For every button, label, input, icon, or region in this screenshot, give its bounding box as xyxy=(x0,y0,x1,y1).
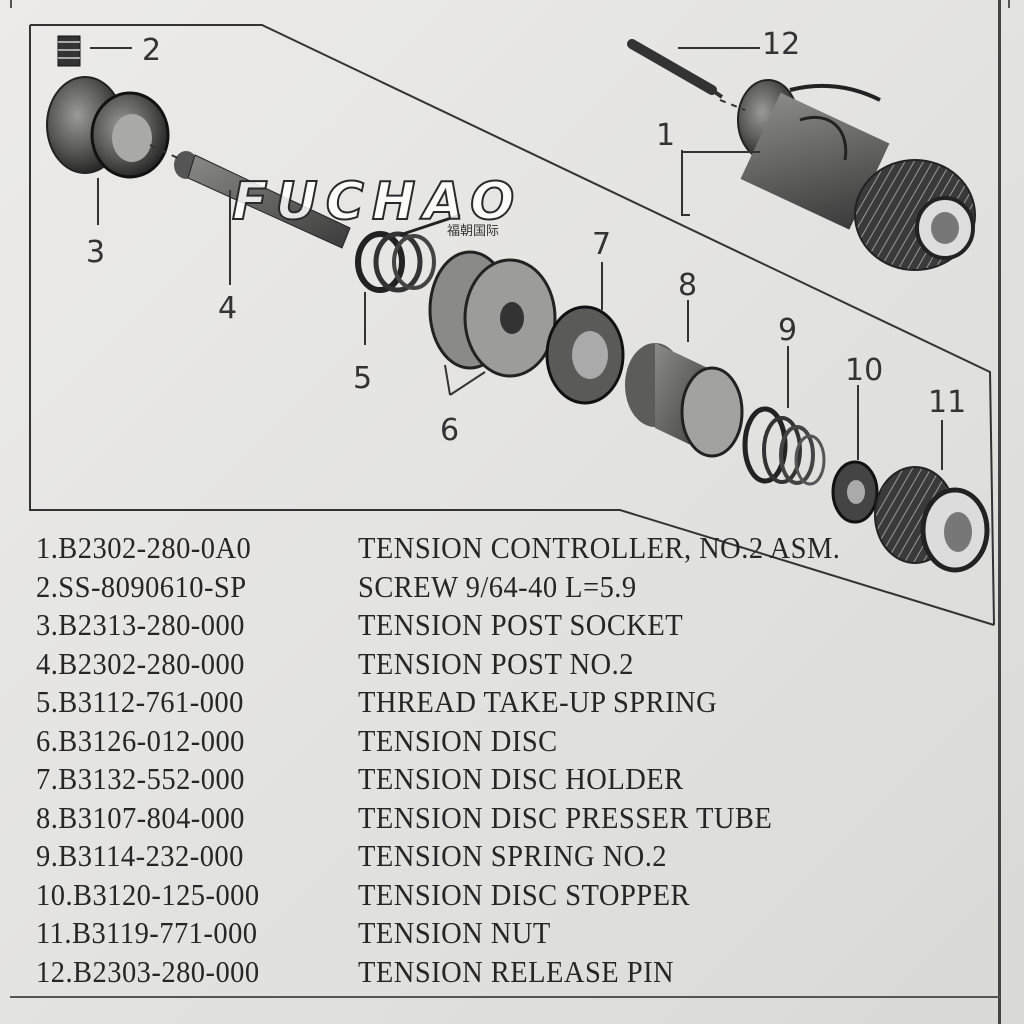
part-row-6: 6.B3126-012-000 TENSION DISC xyxy=(36,723,901,762)
part-index: 5. xyxy=(36,684,59,719)
part-row-11: 11.B3119-771-000 TENSION NUT xyxy=(36,915,901,954)
part-code: B2303-280-000 xyxy=(73,953,260,989)
brand-watermark-cn: 福朝国际 xyxy=(447,224,500,239)
diagram-border-lower xyxy=(29,25,995,626)
part-number: 12.B2303-280-000 xyxy=(36,954,358,990)
part-description: TENSION DISC PRESSER TUBE xyxy=(358,799,773,835)
part-code: B3126-012-000 xyxy=(58,722,245,758)
callout-1: 1 xyxy=(656,118,675,153)
callout-11: 11 xyxy=(928,385,966,420)
part-10-stopper xyxy=(831,385,879,524)
callout-7: 7 xyxy=(592,227,611,262)
part-index: 12. xyxy=(36,953,74,989)
part-description: SCREW 9/64-40 L=5.9 xyxy=(358,568,637,604)
part-row-3: 3.B2313-280-000 TENSION POST SOCKET xyxy=(36,607,901,646)
part-11-nut xyxy=(874,420,990,573)
part-index: 2. xyxy=(36,568,59,604)
part-description: TENSION SPRING NO.2 xyxy=(358,838,668,873)
part-code: B3120-125-000 xyxy=(73,876,260,912)
callout-8: 8 xyxy=(678,268,697,303)
part-index: 6. xyxy=(36,722,59,758)
part-1-assembly xyxy=(737,79,976,271)
brand-watermark: FUCHAO xyxy=(231,171,523,233)
part-code: B2313-280-000 xyxy=(58,607,245,642)
part-code: B3112-761-000 xyxy=(58,684,244,719)
part-description: TENSION POST SOCKET xyxy=(358,607,684,642)
page-frame-top xyxy=(10,0,1010,8)
callout-4: 4 xyxy=(218,291,237,326)
part-index: 11. xyxy=(36,915,72,950)
part-number: 5.B3112-761-000 xyxy=(36,684,358,720)
part-row-5: 5.B3112-761-000 THREAD TAKE-UP SPRING xyxy=(36,684,901,723)
part-number: 7.B3132-552-000 xyxy=(36,761,358,797)
part-description: TENSION POST NO.2 xyxy=(358,645,634,681)
callout-2: 2 xyxy=(142,33,161,68)
part-index: 10. xyxy=(36,876,74,912)
part-5-spring xyxy=(355,213,461,345)
part-index: 3. xyxy=(36,607,59,642)
part-number: 6.B3126-012-000 xyxy=(36,723,358,759)
part-8-tube xyxy=(625,300,744,458)
part-number: 11.B3119-771-000 xyxy=(36,915,358,951)
part-code: B3119-771-000 xyxy=(71,915,258,950)
part-description: TENSION CONTROLLER, NO.2 ASM. xyxy=(358,530,841,565)
diagram-border xyxy=(30,24,995,626)
part-code: SS-8090610-SP xyxy=(58,568,247,604)
callout-5: 5 xyxy=(353,361,372,396)
part-code: B3107-804-000 xyxy=(58,799,245,835)
part-number: 10.B3120-125-000 xyxy=(36,877,358,913)
page-frame-right xyxy=(998,0,1001,1024)
part-index: 9. xyxy=(36,838,59,873)
part-number: 2.SS-8090610-SP xyxy=(36,569,358,605)
part-row-7: 7.B3132-552-000 TENSION DISC HOLDER xyxy=(36,761,901,800)
part-4-post xyxy=(174,151,351,285)
part-code: B2302-280-000 xyxy=(58,645,245,681)
parts-list: 1.B2302-280-0A0 TENSION CONTROLLER, NO.2… xyxy=(36,530,976,992)
part-index: 8. xyxy=(36,799,59,835)
part-9-spring xyxy=(742,346,826,486)
part-index: 7. xyxy=(36,761,59,796)
part-row-4: 4.B2302-280-000 TENSION POST NO.2 xyxy=(36,646,901,685)
part-index: 4. xyxy=(36,645,59,681)
part-7-holder xyxy=(545,262,625,405)
part-index: 1. xyxy=(36,530,59,565)
part-number: 3.B2313-280-000 xyxy=(36,607,358,643)
part-row-1: 1.B2302-280-0A0 TENSION CONTROLLER, NO.2… xyxy=(36,530,901,569)
callout-6: 6 xyxy=(440,413,459,448)
part-3-socket xyxy=(46,76,170,225)
part-description: THREAD TAKE-UP SPRING xyxy=(358,684,718,719)
callout-3: 3 xyxy=(86,235,105,270)
part-description: TENSION NUT xyxy=(358,915,551,950)
part-description: TENSION RELEASE PIN xyxy=(358,953,675,989)
part-code: B2302-280-0A0 xyxy=(58,530,252,565)
part-number: 1.B2302-280-0A0 xyxy=(36,530,358,566)
part-row-10: 10.B3120-125-000 TENSION DISC STOPPER xyxy=(36,877,901,916)
callout-10: 10 xyxy=(845,353,883,388)
part-row-8: 8.B3107-804-000 TENSION DISC PRESSER TUB… xyxy=(36,800,901,839)
part-row-9: 9.B3114-232-000 TENSION SPRING NO.2 xyxy=(36,838,901,877)
part-6-discs xyxy=(428,250,557,396)
part-row-2: 2.SS-8090610-SP SCREW 9/64-40 L=5.9 xyxy=(36,569,901,608)
callout-12: 12 xyxy=(762,27,800,62)
part-number: 9.B3114-232-000 xyxy=(36,838,358,874)
part-code: B3132-552-000 xyxy=(58,761,245,796)
part-12-pin xyxy=(627,39,760,99)
part-number: 4.B2302-280-000 xyxy=(36,646,358,682)
part-description: TENSION DISC STOPPER xyxy=(358,876,690,912)
part-description: TENSION DISC xyxy=(358,722,558,758)
part-2-screw xyxy=(57,35,132,67)
page-frame-bottom xyxy=(10,996,1000,998)
part-number: 8.B3107-804-000 xyxy=(36,800,358,836)
part-code: B3114-232-000 xyxy=(58,838,244,873)
part-description: TENSION DISC HOLDER xyxy=(358,761,684,796)
callout-9: 9 xyxy=(778,313,797,348)
part-row-12: 12.B2303-280-000 TENSION RELEASE PIN xyxy=(36,954,901,993)
exploded-diagram: 2 3 4 5 6 7 8 9 10 11 1 12 xyxy=(29,24,995,626)
